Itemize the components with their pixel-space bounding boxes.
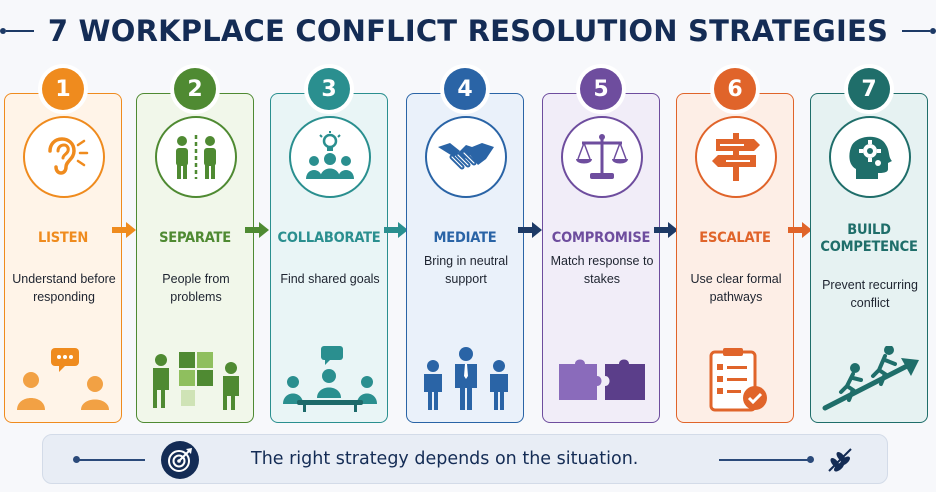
title-row: 7 WORKPLACE CONFLICT RESOLUTION STRATEGI… (0, 8, 936, 54)
puzzle-people-icon (153, 352, 239, 410)
strategy-label: ESCALATE (699, 230, 771, 246)
strategy-card-mediate: MEDIATE Bring in neutral support (406, 93, 524, 423)
flow-arrow-icon (245, 222, 269, 238)
target-icon (161, 441, 199, 479)
strategy-description: Understand before responding (12, 272, 116, 304)
step-number-badge: 7 (848, 68, 890, 110)
checklist-icon (709, 348, 767, 412)
strategy-description: Prevent recurring conflict (822, 278, 918, 310)
scales-icon (561, 116, 643, 198)
ear-icon (23, 116, 105, 198)
group-idea-icon (289, 116, 371, 198)
strategy-label: LISTEN (37, 230, 89, 246)
flow-arrow-icon (384, 222, 408, 238)
step-number-badge: 3 (308, 68, 350, 110)
strategy-label: MEDIATE (433, 230, 497, 246)
page-title: 7 WORKPLACE CONFLICT RESOLUTION STRATEGI… (47, 14, 889, 48)
people-talking-icon (17, 348, 109, 410)
strategy-card-compromise: COMPROMISE Match response to stakes (542, 93, 660, 423)
strategy-card-listen: LISTEN Understand before responding (4, 93, 122, 423)
footer-message: The right strategy depends on the situat… (251, 449, 639, 469)
strategy-label: SEPARATE (159, 230, 231, 246)
flow-arrow-icon (654, 222, 678, 238)
step-number-badge: 5 (580, 68, 622, 110)
title-decoration-right (902, 28, 936, 34)
title-decoration-left (0, 28, 34, 34)
climbing-stairs-icon (822, 346, 919, 411)
two-people-icon (155, 116, 237, 198)
strategy-label: COMPROMISE (551, 230, 651, 246)
signpost-icon (695, 116, 777, 198)
strategy-description: Bring in neutral support (423, 254, 509, 286)
handshake-icon (425, 116, 507, 198)
step-number-badge: 1 (42, 68, 84, 110)
strategy-description: Find shared goals (280, 272, 380, 286)
flow-arrow-icon (788, 222, 812, 238)
mediator-group-icon (424, 347, 508, 410)
strategy-card-separate: SEPARATE People from problems (136, 93, 254, 423)
step-number-badge: 6 (714, 68, 756, 110)
team-meeting-icon (283, 346, 377, 412)
step-number-badge: 2 (174, 68, 216, 110)
strategy-label: BUILD COMPETENCE (820, 222, 918, 255)
flow-arrow-icon (112, 222, 136, 238)
laurel-icon (828, 448, 852, 472)
strategy-card-escalate: ESCALATE Use clear formal pathways (676, 93, 794, 423)
strategy-card-collaborate: COLLABORATE Find shared goals (270, 93, 388, 423)
step-number-badge: 4 (444, 68, 486, 110)
strategy-description: People from problems (162, 272, 230, 304)
flow-arrow-icon (518, 222, 542, 238)
strategy-description: Match response to stakes (550, 254, 654, 286)
strategy-description: Use clear formal pathways (690, 272, 782, 304)
strategy-label: COLLABORATE (277, 230, 381, 246)
strategy-card-build-competence: BUILD COMPETENCE Prevent recurring confl… (810, 93, 928, 423)
puzzle-pieces-icon (559, 359, 645, 400)
head-gear-icon (829, 116, 911, 198)
footer-banner: The right strategy depends on the situat… (42, 434, 888, 484)
